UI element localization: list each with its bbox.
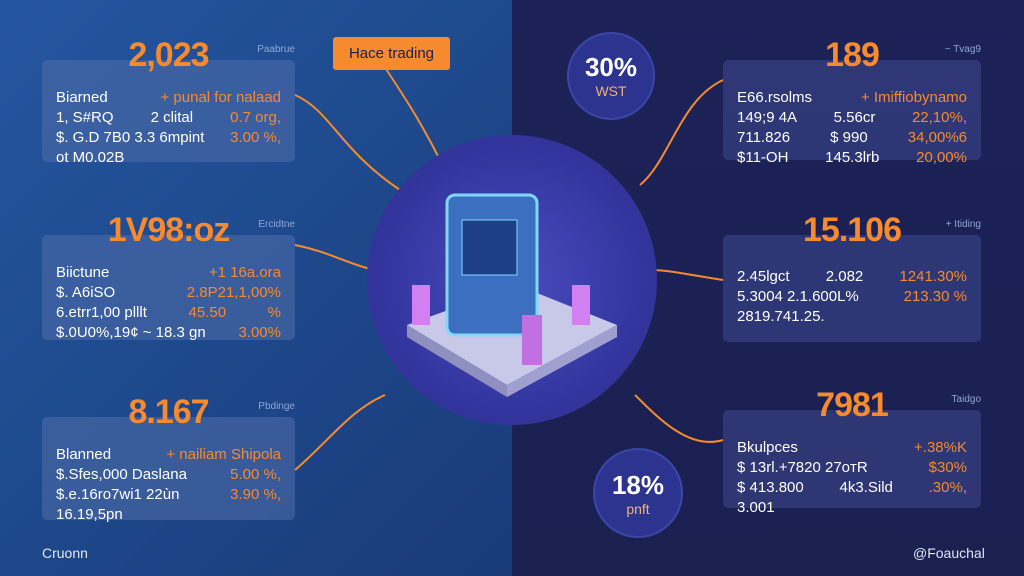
cell: 16.19,5pn: [56, 506, 123, 523]
cell: 213.30 %: [903, 288, 967, 305]
cell: $.e.16ro7wi1 22ùn: [56, 486, 180, 503]
panel-value: 7981: [816, 386, 889, 424]
panel-value: 1V98:oz: [107, 211, 231, 249]
stat-circle-top: 30% WST: [567, 32, 655, 120]
cell: 711.826: [737, 129, 791, 146]
cell: 2.8P21,1,00%: [186, 284, 281, 301]
panel-tag: Ercidtne: [258, 219, 295, 230]
cell: 0.7 org,: [230, 109, 281, 126]
trading-button-label: Hace trading: [348, 45, 435, 62]
stat-panel-right-1: 189 ~ Tvag9 E66.rsolms + Imiffiobynamo 14…: [723, 36, 981, 166]
stat-percent: 18%: [611, 470, 665, 500]
stat-panel-right-3: 7981 Taidgo Bkulpces +.38%K $ 13rl.+7820 …: [723, 386, 981, 516]
stat-panel-left-1: 2,023 Paabrue Biarned+ punal for nalaad …: [42, 36, 295, 166]
panel-tag: Paabrue: [257, 44, 295, 55]
cell: 2 clital: [150, 109, 194, 126]
panel-subheading: +.38%K: [914, 439, 967, 456]
cell: 3.00 %,: [230, 129, 281, 146]
panel-value: 2,023: [128, 36, 209, 74]
stat-percent: 30%: [584, 52, 638, 82]
cell: $. A6iSO: [56, 284, 116, 301]
cell: 2819.741.25.: [737, 308, 825, 325]
cell: 145.3lrb: [825, 149, 880, 166]
cell: 1, S#RQ: [56, 109, 114, 126]
trading-button[interactable]: Hace trading: [333, 37, 450, 70]
stat-circle-bottom: 18% pnft: [593, 448, 683, 538]
panel-value: 189: [825, 36, 880, 74]
cell: 5.3004 2.1.600L%: [737, 288, 859, 305]
panel-heading: E66.rsolms: [737, 89, 813, 106]
cell: 22,10%,: [911, 109, 967, 126]
footer-left-label: Cruonn: [42, 545, 88, 561]
cell: 3.00%: [238, 324, 281, 341]
panel-tag: ~ Tvag9: [944, 44, 981, 55]
cell: 6.etrr1,00 plllt: [56, 304, 147, 321]
footer-handle: @Foauchal: [913, 545, 985, 561]
panel-heading: Biarned: [56, 89, 108, 106]
cell: $. G.D 7B0 3.3 6mpint: [56, 129, 205, 146]
cell: .30%,: [928, 479, 967, 496]
stat-label: WST: [595, 83, 627, 99]
cell: 20,00%: [916, 149, 967, 166]
cell: $.0U0%,19¢ ~ 18.3 gn: [56, 324, 206, 341]
cell: ot M0.02B: [56, 149, 125, 166]
cell: 5.00 %,: [230, 466, 281, 483]
panel-heading: Blanned: [56, 446, 112, 463]
cell: 3.001: [737, 499, 775, 516]
cell: 2.082: [825, 268, 864, 285]
panel-value: 8.167: [128, 393, 209, 431]
cell: $ 413.800: [737, 479, 804, 496]
panel-subheading: + nailiam Shipola: [166, 446, 281, 463]
blockchain-cube-icon: [407, 193, 617, 397]
cell: 34,00%6: [907, 129, 967, 146]
panel-tag: Taidgo: [951, 394, 981, 405]
panel-tag: Pbdinge: [258, 401, 295, 412]
panel-tag: + Itiding: [945, 219, 981, 230]
stat-panel-left-2: 1V98:oz Ercidtne Biictune +1 16a.ora $. A…: [42, 211, 295, 341]
central-hub-globe: [367, 135, 657, 425]
cell: 45.50: [188, 304, 227, 321]
panel-subheading: + punal for nalaad: [160, 89, 281, 106]
stat-label: pnft: [626, 501, 650, 517]
panel-subheading: +1 16a.ora: [208, 264, 281, 281]
cell: 3.90 %,: [230, 486, 281, 503]
panel-heading: Bkulpces: [737, 439, 798, 456]
cell: 2.45lgct: [737, 268, 790, 285]
cell: $ 13rl.+7820 27oтR: [737, 459, 868, 476]
cell: $30%: [928, 459, 967, 476]
cell: %: [267, 304, 281, 321]
cell: 1241.30%: [899, 268, 967, 285]
stat-panel-right-2: 15.106 + Itiding 2.45lgct 2.082 1241.30% 5…: [723, 211, 981, 342]
cell: 149;9 4A: [737, 109, 798, 126]
stat-panel-left-3: 8.167 Pbdinge Blanned + nailiam Shipola $…: [42, 393, 295, 523]
panel-value: 15.106: [803, 211, 902, 249]
cell: $11-OH: [737, 149, 789, 166]
panel-subheading: + Imiffiobynamo: [860, 89, 967, 106]
panel-heading: Biictune: [56, 264, 110, 281]
cell: $ 990: [830, 129, 868, 146]
cell: $.Sfes,000 Daslana: [56, 466, 187, 483]
cell: 5.56cr: [833, 109, 876, 126]
cell: 4k3.Sild: [839, 479, 893, 496]
